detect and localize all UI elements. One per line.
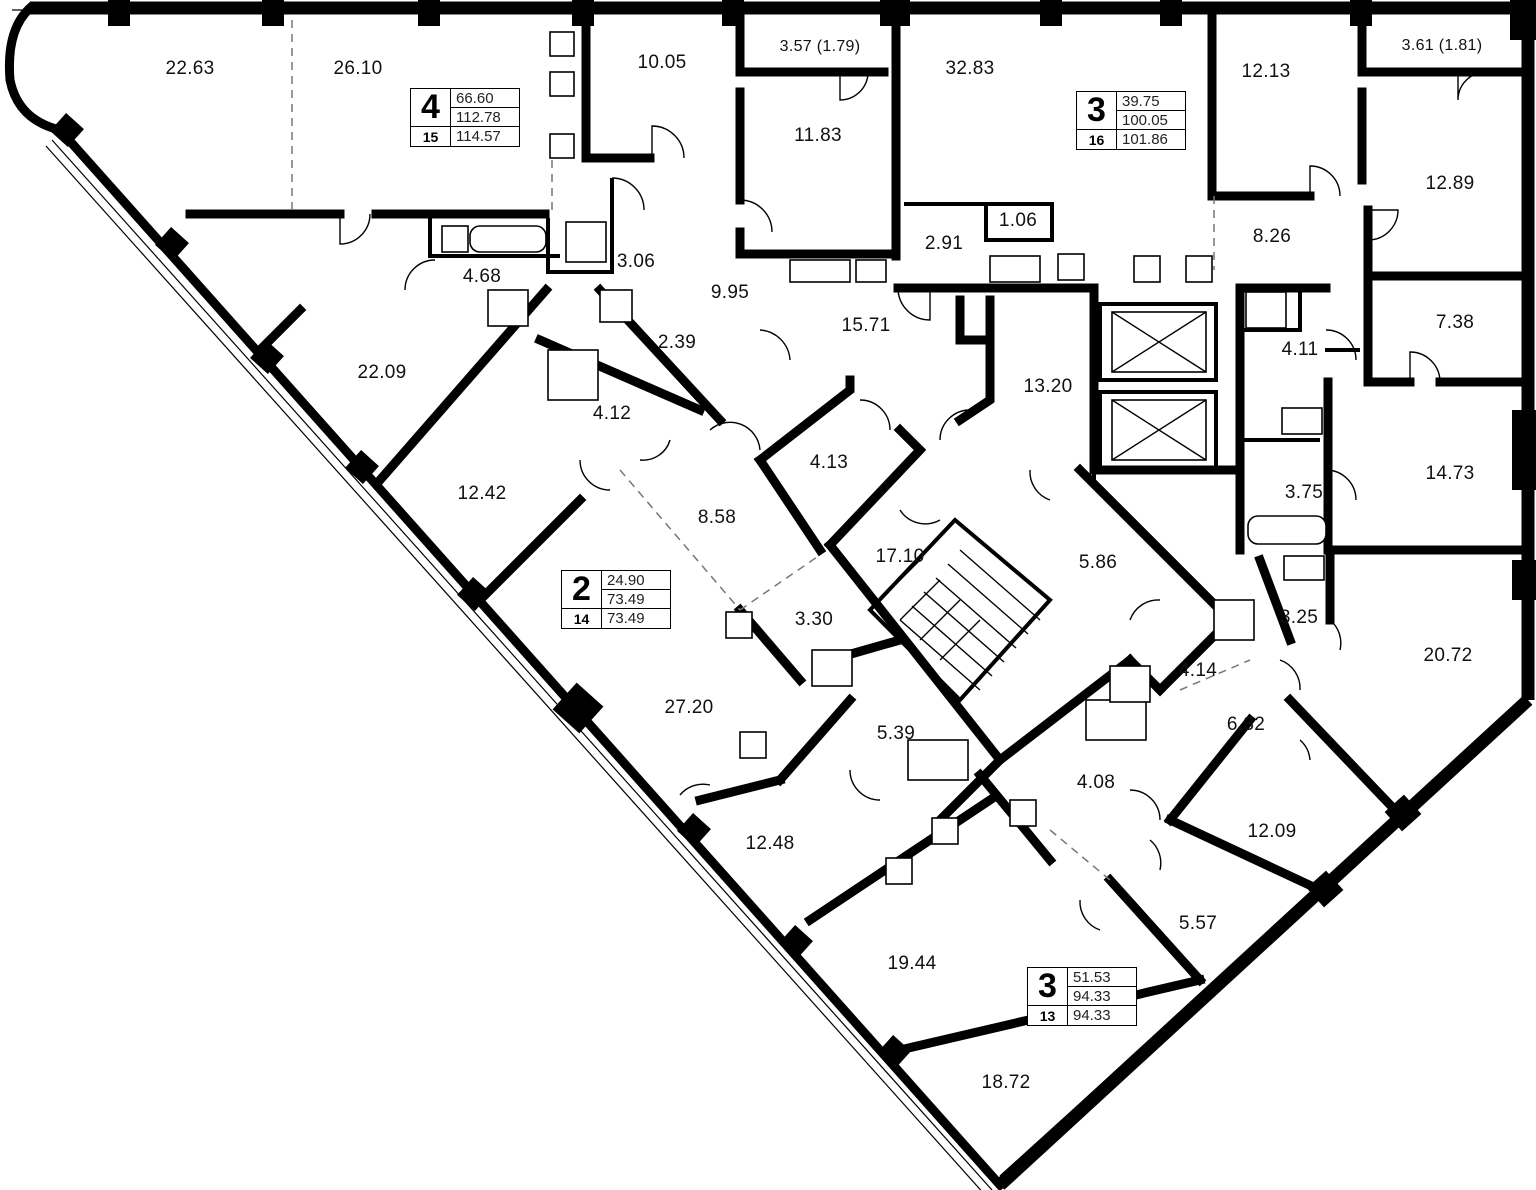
room-area-label: 17.10 [875, 546, 925, 567]
balcony-area-label: 3.61 (1.81) [1401, 37, 1483, 54]
apartment-number: 16 [1077, 130, 1117, 149]
room-area-label: 5.57 [1178, 913, 1218, 934]
room-area-label: 12.42 [457, 483, 507, 504]
room-area-label: 22.09 [357, 362, 407, 383]
total-area-with-balcony: 94.33 [1073, 1007, 1111, 1024]
room-area-label: 4.12 [592, 403, 632, 424]
room-area-label: 3.25 [1279, 607, 1319, 628]
room-area-label: 4.11 [1281, 339, 1319, 360]
living-area: 24.90 [602, 571, 670, 590]
room-area-label: 7.38 [1435, 312, 1475, 333]
door-swings [339, 71, 1487, 931]
apartment-room-count: 3 [1028, 967, 1068, 1006]
room-area-label: 4.08 [1076, 772, 1116, 793]
total-area: 94.33 [1068, 987, 1136, 1006]
room-area-label: 27.20 [664, 697, 714, 718]
apartment-room-count: 3 [1077, 91, 1117, 130]
total-area: 112.78 [451, 108, 519, 127]
room-area-label: 3.75 [1284, 482, 1324, 503]
balcony-area-label: 3.57 (1.79) [779, 38, 861, 55]
apartment-number: 15 [411, 127, 451, 146]
living-area: 66.60 [451, 89, 519, 108]
room-area-label: 12.48 [745, 833, 795, 854]
apartment-info-box: 3 51.53 94.33 13 94.33 [1027, 967, 1137, 1026]
room-area-label: 2.91 [924, 233, 964, 254]
room-area-label: 10.05 [637, 52, 687, 73]
total-area: 100.05 [1117, 111, 1185, 130]
room-area-label: 12.89 [1425, 173, 1475, 194]
apartment-info-box: 3 39.75 100.05 16 101.86 [1076, 91, 1186, 150]
room-area-label: 19.44 [887, 953, 937, 974]
room-area-label: 13.20 [1023, 376, 1073, 397]
fixtures [441, 31, 1327, 885]
total-area-with-balcony: 101.86 [1122, 131, 1168, 148]
room-area-label: 22.63 [165, 58, 215, 79]
room-area-label: 4.14 [1178, 660, 1218, 681]
room-area-label: 12.13 [1241, 61, 1291, 82]
apartment-number: 13 [1028, 1006, 1068, 1025]
stairwell [867, 517, 1053, 703]
partitions [428, 178, 1360, 480]
room-area-label: 1.06 [998, 210, 1038, 231]
room-area-label: 20.72 [1423, 645, 1473, 666]
apartment-room-count: 4 [411, 88, 451, 127]
room-area-label: 11.83 [794, 125, 842, 146]
total-area: 73.49 [602, 590, 670, 609]
room-area-label: 5.39 [876, 723, 916, 744]
room-area-label: 26.10 [333, 58, 383, 79]
room-area-label: 18.72 [981, 1072, 1031, 1093]
apartment-info-box: 2 24.90 73.49 14 73.49 [561, 570, 671, 629]
room-area-label: 8.26 [1252, 226, 1292, 247]
living-area: 39.75 [1117, 92, 1185, 111]
room-area-label: 3.06 [616, 251, 656, 272]
apartment-info-box: 4 66.60 112.78 15 114.57 [410, 88, 520, 147]
apartment-number: 14 [562, 609, 602, 628]
elevator-shafts [1098, 302, 1218, 470]
room-area-label: 6.32 [1226, 714, 1266, 735]
room-area-label: 9.95 [710, 282, 750, 303]
exterior-walls [4, 1, 1535, 1190]
total-area-with-balcony: 114.57 [456, 128, 501, 145]
room-area-label: 2.39 [657, 332, 697, 353]
room-area-label: 8.58 [697, 507, 737, 528]
room-area-label: 32.83 [945, 58, 995, 79]
room-area-label: 12.09 [1247, 821, 1297, 842]
room-area-label: 5.86 [1078, 552, 1118, 573]
room-area-label: 14.73 [1425, 463, 1475, 484]
room-area-label: 4.13 [809, 452, 849, 473]
room-area-label: 15.71 [841, 315, 891, 336]
apartment-boundaries [291, 20, 1251, 881]
apartment-room-count: 2 [562, 570, 602, 609]
living-area: 51.53 [1068, 968, 1136, 987]
room-area-label: 3.30 [794, 609, 834, 630]
room-area-label: 4.68 [462, 266, 502, 287]
total-area-with-balcony: 73.49 [607, 610, 645, 627]
